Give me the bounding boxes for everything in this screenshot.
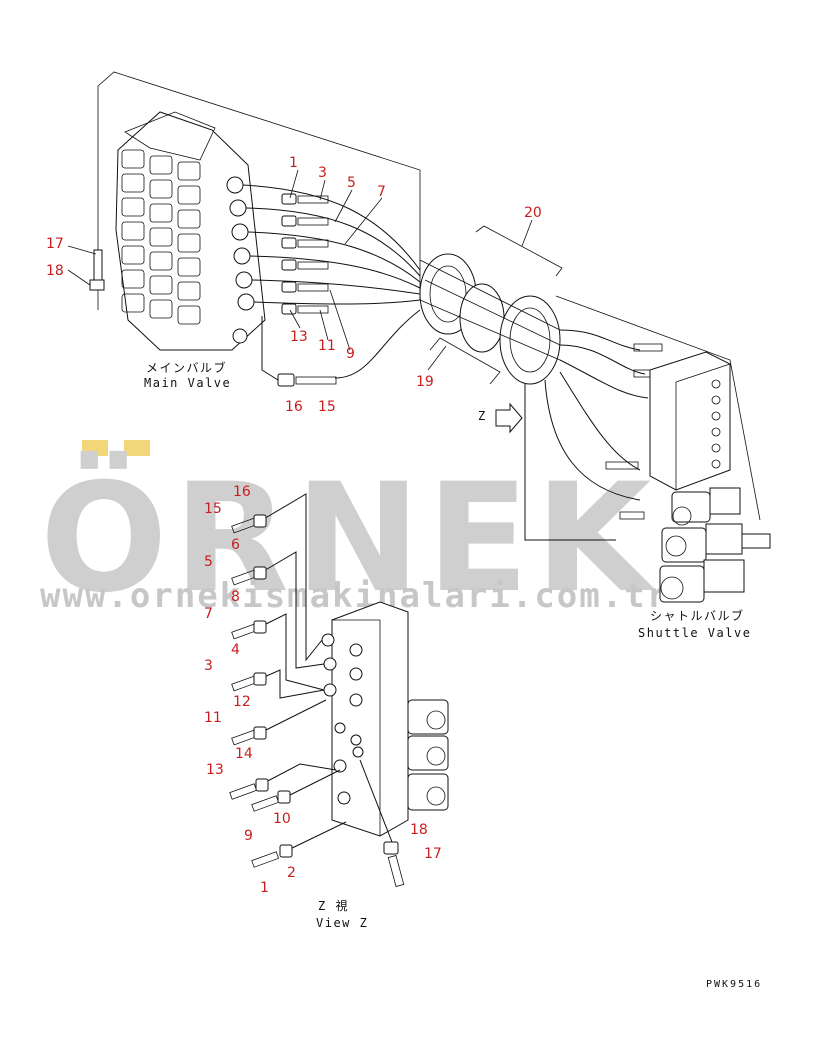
- main-valve-boundary: [97, 71, 421, 310]
- view-z-block: [331, 601, 409, 837]
- main-valve-fittings: [226, 176, 255, 344]
- part-label: 15: [318, 399, 336, 415]
- part-labels-view-z: 16 15 6 5 8 7 4 3 12 11 14 13 10 9 2 1 1…: [204, 484, 442, 896]
- main-valve-hoses: [242, 184, 421, 381]
- bolt-17-18: [89, 249, 105, 291]
- main-valve-caption-en: Main Valve: [144, 376, 231, 390]
- view-z-pipes: [261, 493, 393, 851]
- shuttle-valve-assembly: [524, 295, 771, 603]
- watermark-accent-left: [82, 440, 108, 456]
- part-label: 18: [46, 263, 64, 279]
- main-valve-assembly: [67, 71, 421, 387]
- z-arrow-label: Z: [478, 409, 487, 423]
- part-label: 1: [289, 155, 298, 171]
- part-label: 5: [347, 175, 356, 191]
- part-label: 2: [287, 865, 296, 881]
- part-label: 5: [204, 554, 213, 570]
- part-label: 18: [410, 822, 428, 838]
- part-label: 4: [231, 642, 240, 658]
- leader-19: [427, 345, 447, 371]
- view-z-arrow: Z: [478, 402, 523, 434]
- view-z-fittings: [229, 514, 405, 888]
- part-label: 11: [204, 710, 222, 726]
- shuttle-valve-ports: [711, 379, 721, 469]
- part-label: 12: [233, 694, 251, 710]
- part-label: 16: [233, 484, 251, 500]
- part-label: 19: [416, 374, 434, 390]
- shuttle-valve-boundary: [555, 295, 761, 521]
- view-z-caption-en: View Z: [316, 916, 368, 930]
- part-label: 9: [346, 346, 355, 362]
- watermark-brand: ÖRNEK: [40, 450, 657, 626]
- drawing-code: PWK9516: [706, 979, 762, 990]
- clamp-ring-2: [459, 283, 505, 353]
- part-label: 20: [524, 205, 542, 221]
- watermark-url: www.ornekismakinalari.com.tr: [40, 576, 669, 616]
- part-label: 14: [235, 746, 253, 762]
- part-label: 6: [231, 537, 240, 553]
- main-valve-top-cap: [124, 111, 216, 161]
- part-label: 7: [204, 606, 213, 622]
- clamp-ring-3: [499, 295, 561, 385]
- part-label: 13: [206, 762, 224, 778]
- main-valve-caption-jp: メインバルブ: [146, 360, 227, 375]
- loose-fittings: [277, 193, 337, 387]
- part-label: 11: [318, 338, 336, 354]
- hose-clamp-assembly: [419, 219, 563, 385]
- watermark: ÖRNEK www.ornekismakinalari.com.tr: [40, 440, 669, 626]
- view-z-caption-jp: Z 視: [318, 898, 349, 913]
- shuttle-valve-solenoids: [659, 487, 771, 603]
- shuttle-valve-hoses: [524, 329, 663, 541]
- main-valve-sections: [121, 149, 201, 325]
- part-labels-top: 1 3 5 7 17 18 13 11 9 16 15 20 19: [46, 155, 542, 415]
- watermark-accent-right: [124, 440, 150, 456]
- leader-20: [521, 219, 533, 247]
- clamp-plate-20: [475, 225, 563, 277]
- part-label: 3: [318, 165, 327, 181]
- part-label: 15: [204, 501, 222, 517]
- part-label: 3: [204, 658, 213, 674]
- shuttle-valve-caption-en: Shuttle Valve: [638, 626, 751, 640]
- part-label: 10: [273, 811, 291, 827]
- captions: メインバルブ Main Valve シャトルバルブ Shuttle Valve …: [144, 360, 762, 990]
- part-label: 17: [424, 846, 442, 862]
- view-z-solenoids: [407, 699, 449, 811]
- z-arrow-icon: [495, 402, 523, 434]
- leader-lines-top: [67, 169, 383, 351]
- part-label: 17: [46, 236, 64, 252]
- part-label: 1: [260, 880, 269, 896]
- part-label: 8: [231, 589, 240, 605]
- part-label: 16: [285, 399, 303, 415]
- shuttle-valve-body: [649, 351, 731, 491]
- view-z-assembly: [229, 493, 449, 888]
- part-label: 9: [244, 828, 253, 844]
- shuttle-valve-caption-jp: シャトルバルブ: [650, 608, 745, 623]
- clamp-plate-19: [429, 337, 501, 385]
- view-z-ports: [321, 633, 364, 805]
- part-label: 7: [377, 184, 386, 200]
- part-label: 13: [290, 329, 308, 345]
